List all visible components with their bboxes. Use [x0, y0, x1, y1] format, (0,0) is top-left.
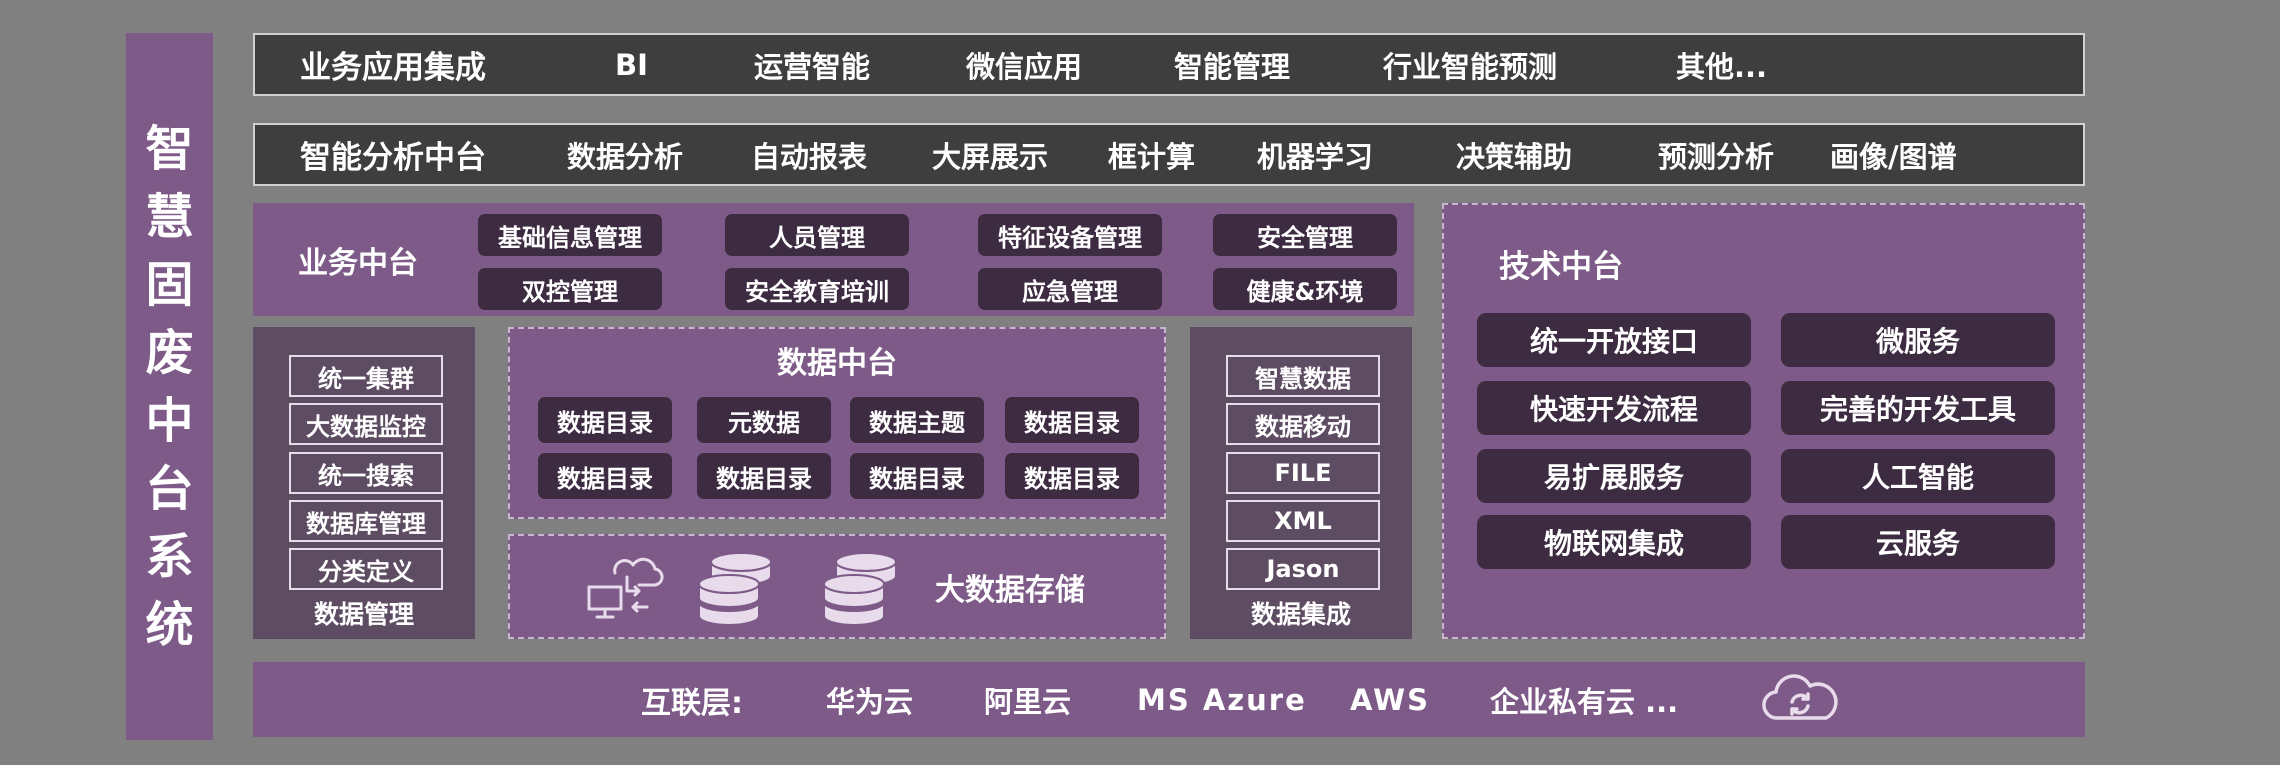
tech-platform: 技术中台 统一开放接口 微服务 快速开发流程 完善的开发工具 易扩展服务 人工智… [1442, 203, 2085, 639]
business-item: 健康&环境 [1213, 268, 1397, 310]
tech-item: 易扩展服务 [1477, 449, 1751, 503]
data-mgmt-item: 统一集群 [289, 355, 443, 397]
title-char: 统 [145, 596, 194, 653]
cloud-provider: 华为云 [826, 684, 914, 719]
cloud-provider: 企业私有云 ... [1490, 684, 1679, 719]
tech-item: 物联网集成 [1477, 515, 1751, 569]
app-item: 行业智能预测 [1383, 49, 1558, 84]
analysis-row: 智能分析中台 数据分析 自动报表 大屏展示 框计算 机器学习 决策辅助 预测分析… [253, 123, 2085, 186]
tech-item: 快速开发流程 [1477, 381, 1751, 435]
analysis-item: 决策辅助 [1456, 139, 1573, 174]
data-platform-item: 元数据 [697, 397, 831, 443]
data-integration-item: 智慧数据 [1226, 355, 1380, 397]
cloud-sync-icon [1762, 674, 1838, 720]
cloud-provider: 阿里云 [984, 684, 1072, 719]
data-mgmt-item: 数据库管理 [289, 500, 443, 542]
data-platform-item: 数据目录 [850, 453, 984, 499]
app-item: 其他... [1676, 49, 1768, 84]
app-item: 运营智能 [754, 49, 871, 84]
data-platform: 数据中台 数据目录 元数据 数据主题 数据目录 数据目录 数据目录 数据目录 数… [508, 327, 1166, 519]
app-item: 智能管理 [1174, 49, 1291, 84]
cloud-provider: MS Azure [1137, 682, 1307, 717]
database-icon [698, 552, 772, 626]
tech-title: 技术中台 [1499, 248, 1623, 285]
data-mgmt-item: 大数据监控 [289, 403, 443, 445]
business-item: 特征设备管理 [978, 214, 1162, 256]
analysis-item: 画像/图谱 [1830, 139, 1957, 174]
data-mgmt-item: 分类定义 [289, 548, 443, 590]
analysis-item: 预测分析 [1658, 139, 1775, 174]
system-title: 智 慧 固 废 中 台 系 统 [126, 33, 213, 740]
data-platform-item: 数据目录 [1005, 453, 1139, 499]
data-platform-item: 数据目录 [538, 453, 672, 499]
title-char: 废 [145, 324, 194, 381]
storage-title: 大数据存储 [935, 572, 1085, 608]
analysis-item: 大屏展示 [932, 139, 1049, 174]
data-platform-item: 数据主题 [850, 397, 984, 443]
title-char: 台 [145, 460, 194, 517]
data-mgmt-title: 数据管理 [313, 600, 414, 629]
title-char: 固 [145, 256, 194, 313]
internet-title: 互联层: [641, 685, 743, 721]
business-item: 应急管理 [978, 268, 1162, 310]
data-integration-item: 数据移动 [1226, 403, 1380, 445]
data-platform-item: 数据目录 [1005, 397, 1139, 443]
business-item: 基础信息管理 [478, 214, 662, 256]
app-row-title: 业务应用集成 [300, 50, 486, 86]
business-item: 安全教育培训 [725, 268, 909, 310]
database-icon [823, 552, 897, 626]
business-title: 业务中台 [298, 245, 418, 281]
tech-item: 微服务 [1781, 313, 2055, 367]
title-char: 智 [145, 120, 194, 177]
app-integration-row: 业务应用集成 BI 运营智能 微信应用 智能管理 行业智能预测 其他... [253, 33, 2085, 96]
internet-layer: 互联层: 华为云 阿里云 MS Azure AWS 企业私有云 ... [253, 662, 2085, 737]
title-char: 系 [145, 528, 194, 585]
data-integration-item: FILE [1226, 452, 1380, 494]
title-char: 慧 [145, 188, 194, 245]
business-platform: 业务中台 基础信息管理 人员管理 特征设备管理 安全管理 双控管理 安全教育培训… [253, 203, 1414, 316]
data-mgmt-item: 统一搜索 [289, 452, 443, 494]
tech-item: 完善的开发工具 [1781, 381, 2055, 435]
business-item: 人员管理 [725, 214, 909, 256]
tech-item: 统一开放接口 [1477, 313, 1751, 367]
analysis-item: 框计算 [1108, 139, 1196, 174]
data-integration-title: 数据集成 [1250, 600, 1351, 629]
data-platform-item: 数据目录 [697, 453, 831, 499]
analysis-item: 机器学习 [1257, 139, 1374, 174]
tech-item: 云服务 [1781, 515, 2055, 569]
business-item: 安全管理 [1213, 214, 1397, 256]
analysis-row-title: 智能分析中台 [300, 140, 486, 176]
data-platform-item: 数据目录 [538, 397, 672, 443]
analysis-item: 自动报表 [751, 139, 868, 174]
tech-item: 人工智能 [1781, 449, 2055, 503]
business-item: 双控管理 [478, 268, 662, 310]
data-management-panel: 统一集群 大数据监控 统一搜索 数据库管理 分类定义 数据管理 [253, 327, 475, 639]
data-integration-panel: 智慧数据 数据移动 FILE XML Jason 数据集成 [1190, 327, 1412, 639]
app-item: 微信应用 [966, 49, 1083, 84]
data-platform-title: 数据中台 [777, 346, 897, 381]
cloud-provider: AWS [1350, 682, 1431, 717]
computer-sync-icon [587, 557, 664, 619]
analysis-item: 数据分析 [567, 139, 684, 174]
app-item: BI [615, 47, 648, 82]
storage-panel: 大数据存储 [508, 534, 1166, 639]
title-char: 中 [145, 392, 194, 449]
data-integration-item: Jason [1226, 548, 1380, 590]
data-integration-item: XML [1226, 500, 1380, 542]
